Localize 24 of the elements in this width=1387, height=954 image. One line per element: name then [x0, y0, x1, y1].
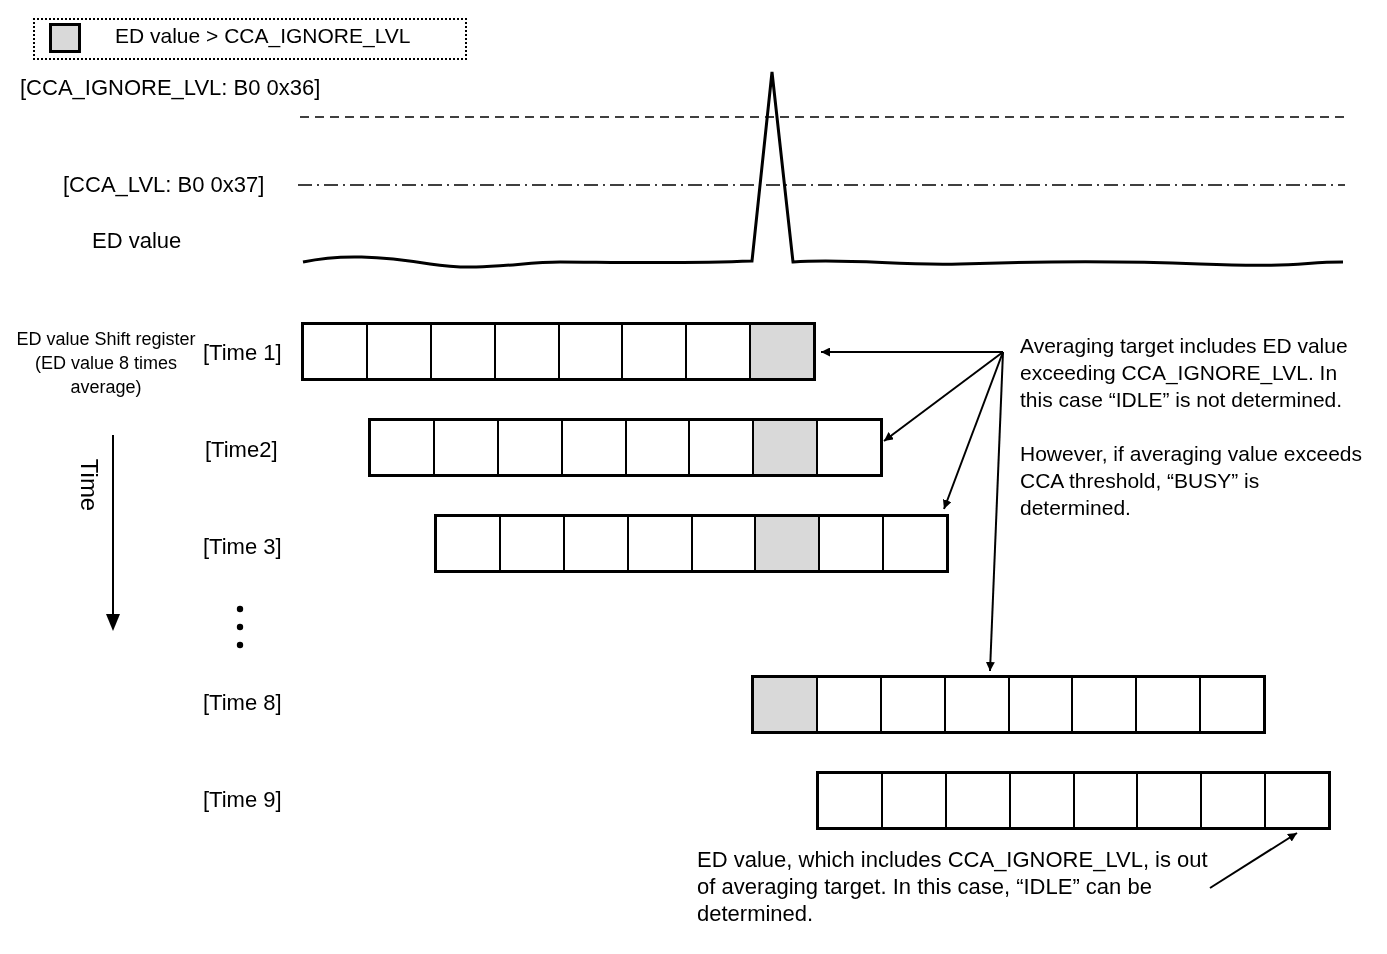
level-label: ED value	[92, 228, 182, 254]
arrow	[883, 351, 1004, 442]
axis-label: Time	[76, 458, 103, 512]
shift-register	[751, 675, 1266, 734]
shift-register	[301, 322, 816, 381]
arrow	[820, 347, 1004, 357]
time-label: [Time 8]	[203, 690, 282, 716]
arrow	[1209, 832, 1298, 889]
time-label: [Time2]	[205, 437, 278, 463]
arrow	[942, 351, 1004, 510]
register-caption: ED value Shift register (ED value 8 times average)	[15, 328, 197, 399]
time-label: [Time 1]	[203, 340, 282, 366]
callout-text: However, if averaging value exceeds CCA threshold, “BUSY” is determined.	[1020, 441, 1364, 521]
legend-text: ED value > CCA_IGNORE_LVL	[115, 23, 411, 49]
callout-text: Averaging target includes ED value exceeding CCA_IGNORE_LVL. In this case “IDLE” is not determined.	[1020, 333, 1349, 413]
level-label: [CCA_IGNORE_LVL: B0 0x36]	[20, 75, 321, 101]
arrow	[985, 351, 1004, 672]
shift-register	[368, 418, 883, 477]
shift-register	[434, 514, 949, 573]
level-label: [CCA_LVL: B0 0x37]	[63, 172, 265, 198]
time-label: [Time 3]	[203, 534, 282, 560]
callout-text: ED value, which includes CCA_IGNORE_LVL, is out of averaging target. In this case, “IDLE” can be determined.	[697, 846, 1209, 927]
time-label: [Time 9]	[203, 787, 282, 813]
shift-register	[816, 771, 1331, 830]
